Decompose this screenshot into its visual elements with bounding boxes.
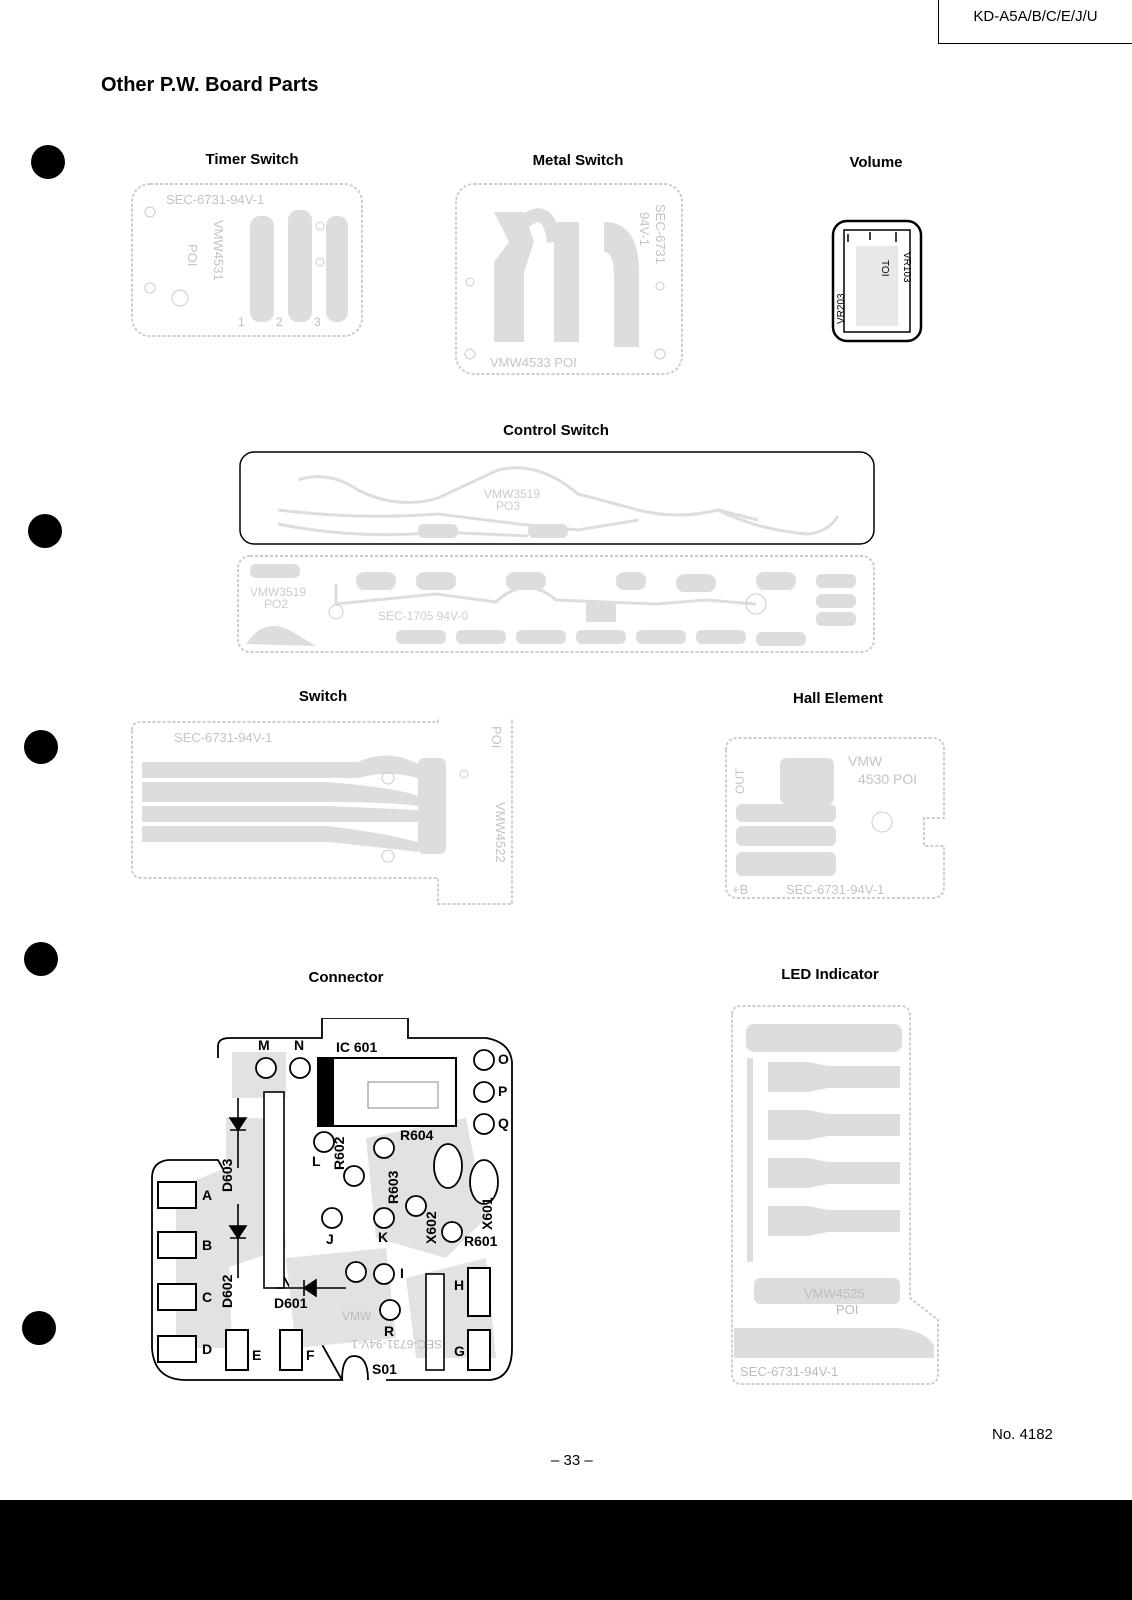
switch-code: SEC-6731-94V-1	[174, 730, 272, 745]
conn-label-N: N	[294, 1037, 304, 1053]
conn-label-H: H	[454, 1277, 464, 1293]
timer-pin-2: 2	[276, 315, 283, 329]
caption-led-indicator: LED Indicator	[781, 966, 879, 983]
timer-switch-board: SEC-6731-94V-1 VMW4531 POI 1 2 3	[131, 183, 363, 337]
control-top-rev: PO3	[496, 499, 520, 513]
conn-label-X602: X602	[423, 1211, 439, 1244]
caption-metal-switch: Metal Switch	[532, 152, 624, 169]
punch-hole	[24, 942, 58, 976]
volume-label-vr103: VR103	[901, 252, 912, 283]
conn-label-D603: D603	[219, 1158, 235, 1192]
timer-pin-3: 3	[314, 315, 321, 329]
conn-label-L: L	[312, 1153, 321, 1169]
conn-label-R604: R604	[400, 1127, 434, 1143]
switch-rev: POI	[489, 726, 504, 748]
led-code: SEC-6731-94V-1	[740, 1364, 838, 1379]
punch-hole	[31, 145, 65, 179]
caption-connector: Connector	[308, 969, 384, 986]
caption-control-switch: Control Switch	[503, 422, 609, 439]
hall-part-num: 4530 POI	[858, 771, 917, 787]
conn-label-R602: R602	[331, 1136, 347, 1170]
punch-hole	[28, 514, 62, 548]
conn-label-E: E	[252, 1347, 261, 1363]
caption-hall-element: Hall Element	[792, 690, 884, 707]
conn-label-O: O	[498, 1051, 509, 1067]
conn-label-D601: D601	[274, 1295, 308, 1311]
conn-label-M: M	[258, 1037, 270, 1053]
timer-rev: POI	[185, 244, 200, 266]
punch-hole	[22, 1311, 56, 1345]
led-part: VMW4525	[804, 1286, 865, 1301]
conn-label-X601: X601	[479, 1197, 495, 1230]
conn-label-D602: D602	[219, 1274, 235, 1308]
caption-timer-switch: Timer Switch	[205, 151, 299, 168]
model-number-box: KD-A5A/B/C/E/J/U	[938, 0, 1132, 44]
metal-code-a: SEC-6731	[653, 204, 668, 264]
timer-code: SEC-6731-94V-1	[166, 192, 264, 207]
conn-label-R601: R601	[464, 1233, 498, 1249]
section-title: Other P.W. Board Parts	[101, 74, 319, 96]
scan-bottom-edge	[0, 1500, 1132, 1600]
switch-part: VMW4522	[493, 802, 508, 863]
timer-part: VMW4531	[211, 220, 226, 281]
conn-label-R603: R603	[385, 1170, 401, 1204]
volume-label-toi: TOI	[879, 260, 890, 276]
document-number: No. 4182	[992, 1426, 1053, 1443]
conn-silk-2: SEC-6731-94V-1	[351, 1337, 442, 1351]
control-bottom-part: VMW3519	[250, 585, 306, 599]
hall-out: OUT	[733, 768, 747, 794]
conn-label-P: P	[498, 1083, 507, 1099]
page-number: – 33 –	[551, 1452, 593, 1469]
conn-label-IC601: IC 601	[336, 1039, 377, 1055]
conn-label-B: B	[202, 1237, 212, 1253]
control-bottom-code: SEC-1705 94V-0	[378, 609, 468, 623]
conn-label-R: R	[384, 1323, 394, 1339]
conn-label-F: F	[306, 1347, 315, 1363]
led-indicator-board: VMW4525 POI SEC-6731-94V-1	[731, 1005, 939, 1385]
control-switch-board-bottom: VMW3519 PO2 SEC-1705 94V-0	[237, 555, 875, 653]
hall-element-board: OUT VMW 4530 POI +B SEC-6731-94V-1	[725, 737, 945, 899]
caption-switch: Switch	[298, 688, 348, 705]
conn-label-G: G	[454, 1343, 465, 1359]
switch-board: SEC-6731-94V-1 VMW4522 POI	[131, 718, 513, 905]
hall-part: VMW	[848, 753, 883, 769]
conn-label-K: K	[378, 1229, 388, 1245]
punch-hole	[24, 730, 58, 764]
control-switch-board-top: VMW3519 PO3	[239, 451, 875, 545]
metal-code-b: 94V-1	[637, 212, 652, 246]
volume-label-vr203: VR203	[836, 293, 847, 324]
metal-switch-board: SEC-6731 94V-1 VMW4533 POI	[455, 183, 683, 375]
conn-label-C: C	[202, 1289, 212, 1305]
conn-label-S01: S01	[372, 1361, 397, 1377]
timer-pin-1: 1	[238, 315, 245, 329]
control-top-part: VMW3519	[484, 487, 540, 501]
conn-label-Q: Q	[498, 1115, 509, 1131]
caption-volume: Volume	[849, 154, 903, 171]
connector-board: M N O P Q L R602 R604 R603 X602 X601 R60…	[151, 1018, 513, 1381]
led-rev: POI	[836, 1302, 858, 1317]
conn-label-I: I	[400, 1265, 404, 1281]
volume-board: VR103 VR203 TOI	[831, 219, 923, 343]
metal-part: VMW4533 POI	[490, 355, 577, 370]
control-bottom-rev: PO2	[264, 597, 288, 611]
conn-label-D: D	[202, 1341, 212, 1357]
hall-plus-b: +B	[732, 882, 748, 897]
conn-label-J: J	[326, 1231, 334, 1247]
conn-silk: VMW	[342, 1309, 372, 1323]
conn-label-A: A	[202, 1187, 212, 1203]
hall-code: SEC-6731-94V-1	[786, 882, 884, 897]
